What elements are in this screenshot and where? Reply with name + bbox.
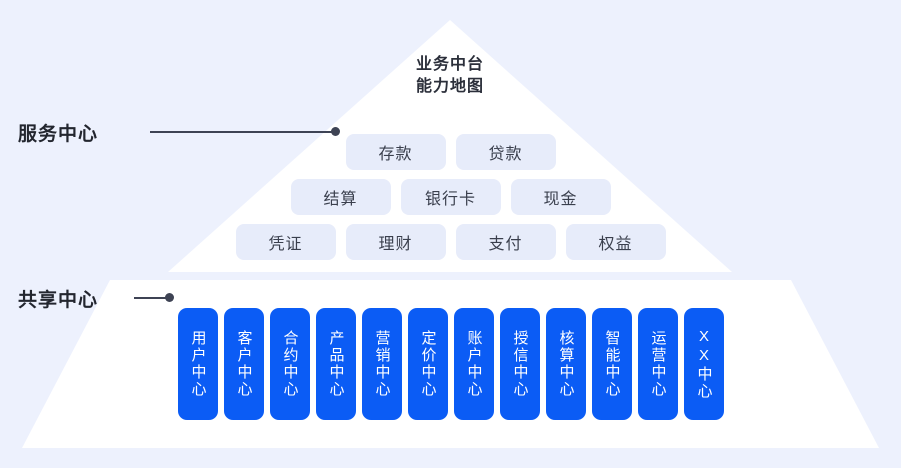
shared-center-card-row: 用户中心 客户中心 合约中心 产品中心 营销中心 定价中心 账户中心 授信中心 核算中心 智能中心… [0, 308, 901, 420]
shared-center-card-label: 账户中心 [465, 330, 483, 398]
apex-title-line1: 业务中台 [415, 56, 484, 73]
shared-center-card-label: 营销中心 [373, 330, 391, 398]
shared-center-card[interactable]: 智能中心 [591, 308, 632, 420]
shared-center-card[interactable]: 运营中心 [637, 308, 678, 420]
leader-line-service-center [150, 131, 332, 133]
shared-center-card[interactable]: 账户中心 [453, 308, 494, 420]
service-pill[interactable]: 贷款 [455, 134, 556, 170]
service-pill[interactable]: 银行卡 [400, 179, 501, 215]
shared-center-card[interactable]: 合约中心 [269, 308, 310, 420]
label-service-center: 服务中心 [18, 124, 99, 145]
shared-center-card[interactable]: XX中心 [683, 308, 724, 420]
service-pill[interactable]: 权益 [565, 224, 666, 260]
service-pill-row: 结算银行卡现金 [0, 179, 901, 215]
shared-center-card-label: 核算中心 [557, 330, 575, 398]
shared-center-card[interactable]: 核算中心 [545, 308, 586, 420]
shared-center-card[interactable]: 营销中心 [361, 308, 402, 420]
service-pill[interactable]: 凭证 [235, 224, 336, 260]
shared-center-card[interactable]: 授信中心 [499, 308, 540, 420]
service-pill[interactable]: 现金 [510, 179, 611, 215]
service-pill-row: 存款贷款 [0, 134, 901, 170]
shared-center-card-label: 客户中心 [235, 330, 253, 398]
shared-center-card-label: XX中心 [695, 328, 713, 400]
shared-center-card[interactable]: 定价中心 [407, 308, 448, 420]
service-pill[interactable]: 结算 [290, 179, 391, 215]
leader-line-shared-center [134, 297, 166, 299]
service-pill[interactable]: 支付 [455, 224, 556, 260]
shared-center-card[interactable]: 客户中心 [223, 308, 264, 420]
shared-center-card-label: 合约中心 [281, 330, 299, 398]
shared-center-card[interactable]: 产品中心 [315, 308, 356, 420]
shared-center-card[interactable]: 用户中心 [177, 308, 218, 420]
shared-center-card-label: 授信中心 [511, 330, 529, 398]
pyramid-base-shape [22, 280, 879, 448]
leader-dot-service-center [331, 127, 340, 136]
shared-center-card-label: 运营中心 [649, 330, 667, 398]
leader-dot-shared-center [165, 293, 174, 302]
apex-title-line2: 能力地图 [415, 78, 484, 95]
service-pill[interactable]: 理财 [345, 224, 446, 260]
shared-center-card-label: 定价中心 [419, 330, 437, 398]
shared-center-card-label: 智能中心 [603, 330, 621, 398]
service-pill-row: 凭证理财支付权益 [0, 224, 901, 260]
page-title: 业务中台 能力地图 [350, 54, 550, 98]
service-pill[interactable]: 存款 [345, 134, 446, 170]
shared-center-card-label: 用户中心 [189, 330, 207, 398]
tier-divider [118, 272, 782, 280]
label-shared-center: 共享中心 [18, 290, 99, 311]
shared-center-card-label: 产品中心 [327, 330, 345, 398]
